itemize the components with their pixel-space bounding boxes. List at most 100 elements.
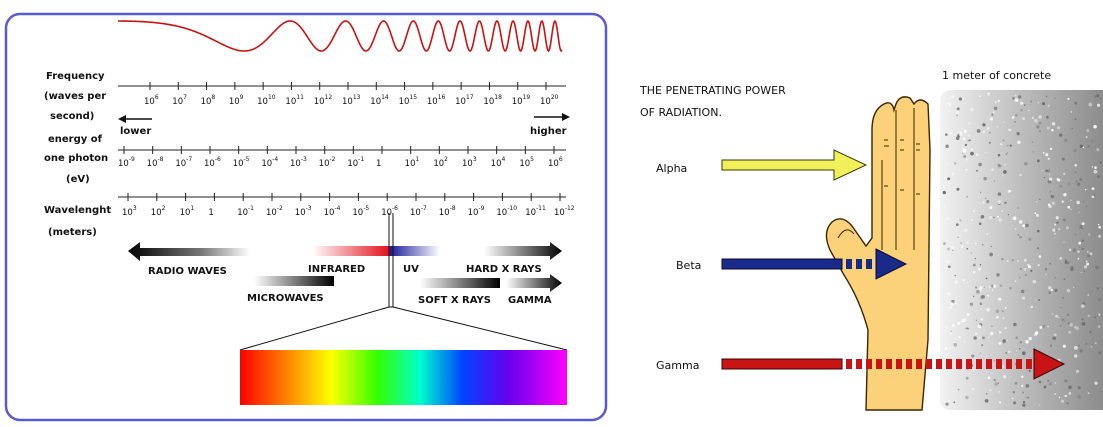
frequency-tick-label: 1013 xyxy=(342,94,361,107)
wavelength-tick-label: 10-4 xyxy=(324,205,341,218)
gamma-dash xyxy=(896,359,902,369)
energy-tick-label: 10-9 xyxy=(118,156,135,169)
alpha-ray: Alpha xyxy=(656,149,868,181)
gamma-dash xyxy=(906,359,912,369)
wavelength-tick-label: 10-6 xyxy=(381,205,398,218)
gamma-dash xyxy=(866,359,872,369)
frequency-tick-label: 1012 xyxy=(314,94,333,107)
energy-tick-label: 10-3 xyxy=(290,156,307,169)
wavelength-tick-label: 10-5 xyxy=(352,205,369,218)
row-label: energy of xyxy=(48,134,103,145)
gamma-dash xyxy=(886,359,892,369)
band-label-infrared: INFRARED xyxy=(308,264,365,275)
energy-tick-label: 10-7 xyxy=(175,156,192,169)
wavelength-tick-label: 10-11 xyxy=(525,205,546,218)
wavelength-tick-label: 10-7 xyxy=(410,205,427,218)
wavelength-tick-label: 10-10 xyxy=(496,205,517,218)
gamma-dash xyxy=(946,359,952,369)
concrete-block xyxy=(940,90,1103,410)
visible-spectrum-bar xyxy=(240,350,567,405)
energy-tick-label: 10-6 xyxy=(204,156,221,169)
band-microwaves: MICROWAVES xyxy=(247,276,334,304)
frequency-tick-label: 1011 xyxy=(285,94,304,107)
frequency-tick-label: 1014 xyxy=(370,94,389,107)
gamma-dash xyxy=(966,359,972,369)
ray-label-gamma: Gamma xyxy=(656,359,699,372)
frequency-tick-label: 1018 xyxy=(483,94,502,107)
energy-tick-label: 101 xyxy=(405,156,420,169)
frequency-tick-label: 1019 xyxy=(512,94,531,107)
ray-label-alpha: Alpha xyxy=(656,162,687,175)
band-label-radio: RADIO WAVES xyxy=(148,266,227,277)
gamma-ray: Gamma xyxy=(656,348,1066,380)
radiation-title-line2: OF RADIATION. xyxy=(640,106,722,119)
row-label: (meters) xyxy=(48,227,97,238)
row-label: (eV) xyxy=(66,174,90,185)
band-gamma: GAMMA xyxy=(506,274,562,306)
row-label: Frequency xyxy=(46,71,105,82)
energy-tick-label: 10-1 xyxy=(347,156,364,169)
energy-tick-label: 10-8 xyxy=(147,156,164,169)
band-infrared: INFRARED xyxy=(308,246,390,275)
gamma-dash xyxy=(856,359,862,369)
wavelength-tick-label: 10-8 xyxy=(439,205,456,218)
gamma-dash xyxy=(1016,359,1022,369)
frequency-tick-label: 1010 xyxy=(257,94,276,107)
band-label-uv: UV xyxy=(403,264,419,275)
energy-tick-label: 102 xyxy=(433,156,448,169)
band-radio-waves: RADIO WAVES xyxy=(128,242,250,277)
wave-graphic xyxy=(118,19,563,53)
band-label-hard-xrays: HARD X RAYS xyxy=(466,264,542,275)
frequency-tick-label: 109 xyxy=(229,94,244,107)
gamma-dash xyxy=(916,359,922,369)
lower-label: lower xyxy=(120,126,151,137)
visible-light-marker xyxy=(239,213,568,351)
wavelength-tick-label: 102 xyxy=(151,205,166,218)
wavelength-tick-label: 10-3 xyxy=(295,205,312,218)
row-label: Wavelenght xyxy=(44,205,111,216)
energy-tick-label: 104 xyxy=(491,156,506,169)
radiation-title-line1: THE PENETRATING POWER xyxy=(639,84,786,97)
band-label-soft-xrays: SOFT X RAYS xyxy=(418,295,491,306)
energy-tick-label: 103 xyxy=(462,156,477,169)
gamma-dash xyxy=(956,359,962,369)
wavelength-tick-label: 10-2 xyxy=(266,205,283,218)
energy-tick-label: 10-5 xyxy=(233,156,250,169)
ray-label-beta: Beta xyxy=(676,259,701,272)
row-label: one photon xyxy=(44,153,108,164)
frequency-tick-label: 108 xyxy=(201,94,216,107)
band-uv: UV xyxy=(390,246,440,275)
row-labels: Frequency (waves per second) energy of o… xyxy=(44,71,111,238)
lower-arrow xyxy=(118,115,152,123)
gamma-dash xyxy=(976,359,982,369)
gamma-dash xyxy=(996,359,1002,369)
spectrum-panel-frame xyxy=(4,12,608,422)
gamma-dash xyxy=(846,359,852,369)
gamma-dash xyxy=(1026,359,1032,369)
wavelength-tick-label: 10-12 xyxy=(554,205,575,218)
band-label-gamma: GAMMA xyxy=(508,295,552,306)
row-label: second) xyxy=(50,111,94,122)
frequency-tick-label: 1015 xyxy=(399,94,418,107)
gamma-dash xyxy=(876,359,882,369)
gamma-dash xyxy=(1006,359,1012,369)
concrete-label: 1 meter of concrete xyxy=(942,69,1051,82)
band-label-microwaves: MICROWAVES xyxy=(247,293,324,304)
frequency-tick-label: 107 xyxy=(172,94,187,107)
wavelength-tick-label: 103 xyxy=(122,205,137,218)
higher-arrow xyxy=(534,113,570,121)
energy-tick-label: 1 xyxy=(376,159,381,169)
higher-label: higher xyxy=(530,126,567,137)
wavelength-tick-label: 101 xyxy=(180,205,195,218)
energy-tick-label: 105 xyxy=(519,156,534,169)
energy-tick-label: 106 xyxy=(548,156,563,169)
frequency-tick-label: 106 xyxy=(144,94,159,107)
wavelength-tick-label: 10-9 xyxy=(468,205,485,218)
gamma-dash xyxy=(926,359,932,369)
wavelength-tick-label: 10-1 xyxy=(237,205,254,218)
